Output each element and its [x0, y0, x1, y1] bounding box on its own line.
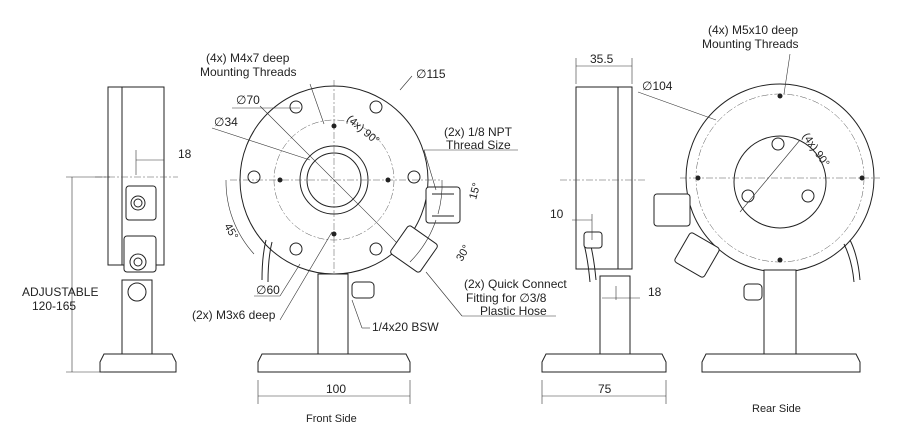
m4-desc: Mounting Threads: [200, 65, 297, 79]
front-side-caption: Front Side: [306, 413, 357, 425]
dim-18-left: 18: [178, 147, 192, 161]
dia-70: ∅70: [236, 93, 260, 107]
dia-115: ∅115: [416, 67, 446, 81]
dim-10: 10: [550, 207, 564, 221]
rear-thumb-screw: [743, 283, 763, 301]
rear-post: [763, 269, 797, 355]
front-base: [257, 353, 411, 373]
angle-15: 15°: [467, 182, 483, 201]
rear-base: [701, 353, 861, 373]
front-post: [317, 273, 349, 355]
m5-qty: (4x) M5x10 deep: [708, 23, 798, 37]
qc-line3: Plastic Hose: [480, 304, 547, 318]
angle-30: 30°: [454, 243, 473, 263]
dim-35-5: 35.5: [590, 52, 614, 66]
right-base: [541, 353, 667, 373]
front-fitting-npt: [425, 186, 461, 224]
dia-34: ∅34: [214, 115, 238, 129]
rear-side-caption: Rear Side: [752, 403, 801, 415]
left-fitting-upper: [125, 185, 157, 221]
right-fitting: [583, 231, 603, 249]
rear-view: (4x) 90° ∅104 (4x) M5x10 deep Mounting T…: [637, 23, 880, 415]
dim-100: 100: [326, 382, 346, 396]
m4-qty: (4x) M4x7 deep: [206, 51, 290, 65]
npt-desc: Thread Size: [446, 138, 511, 152]
left-base: [99, 353, 177, 373]
dim-18-right: 18: [648, 285, 662, 299]
adjustable-label: ADJUSTABLE: [22, 285, 98, 299]
right-side-view: 35.5 10 18 75: [541, 52, 667, 404]
dia-104: ∅104: [642, 79, 673, 93]
rear-fitting-upper: [653, 193, 691, 227]
left-post: [121, 279, 153, 355]
front-view: 15° 30° 45° (4x) 90° 100 Front Side (4x)…: [192, 51, 567, 425]
left-body: [107, 86, 165, 266]
rear-plate: [733, 135, 827, 229]
angle-45: 45°: [221, 222, 240, 242]
dia-60: ∅60: [256, 283, 280, 297]
adjustable-range: 120-165: [32, 299, 76, 313]
m3-desc: (2x) M3x6 deep: [192, 308, 276, 322]
qc-line2: Fitting for ∅3/8: [466, 291, 547, 305]
bsw-label: 1/4x20 BSW: [372, 320, 439, 334]
m5-desc: Mounting Threads: [702, 37, 799, 51]
qc-line1: (2x) Quick Connect: [464, 277, 567, 291]
front-fitting-qc: [390, 225, 438, 273]
rear-fitting-lower: [674, 232, 720, 278]
right-post: [599, 275, 631, 355]
thumb-screw: [351, 281, 375, 299]
left-side-view: 18 ADJUSTABLE 120-165: [22, 86, 192, 373]
npt-qty: (2x) 1/8 NPT: [444, 125, 513, 139]
dim-75: 75: [598, 382, 612, 396]
